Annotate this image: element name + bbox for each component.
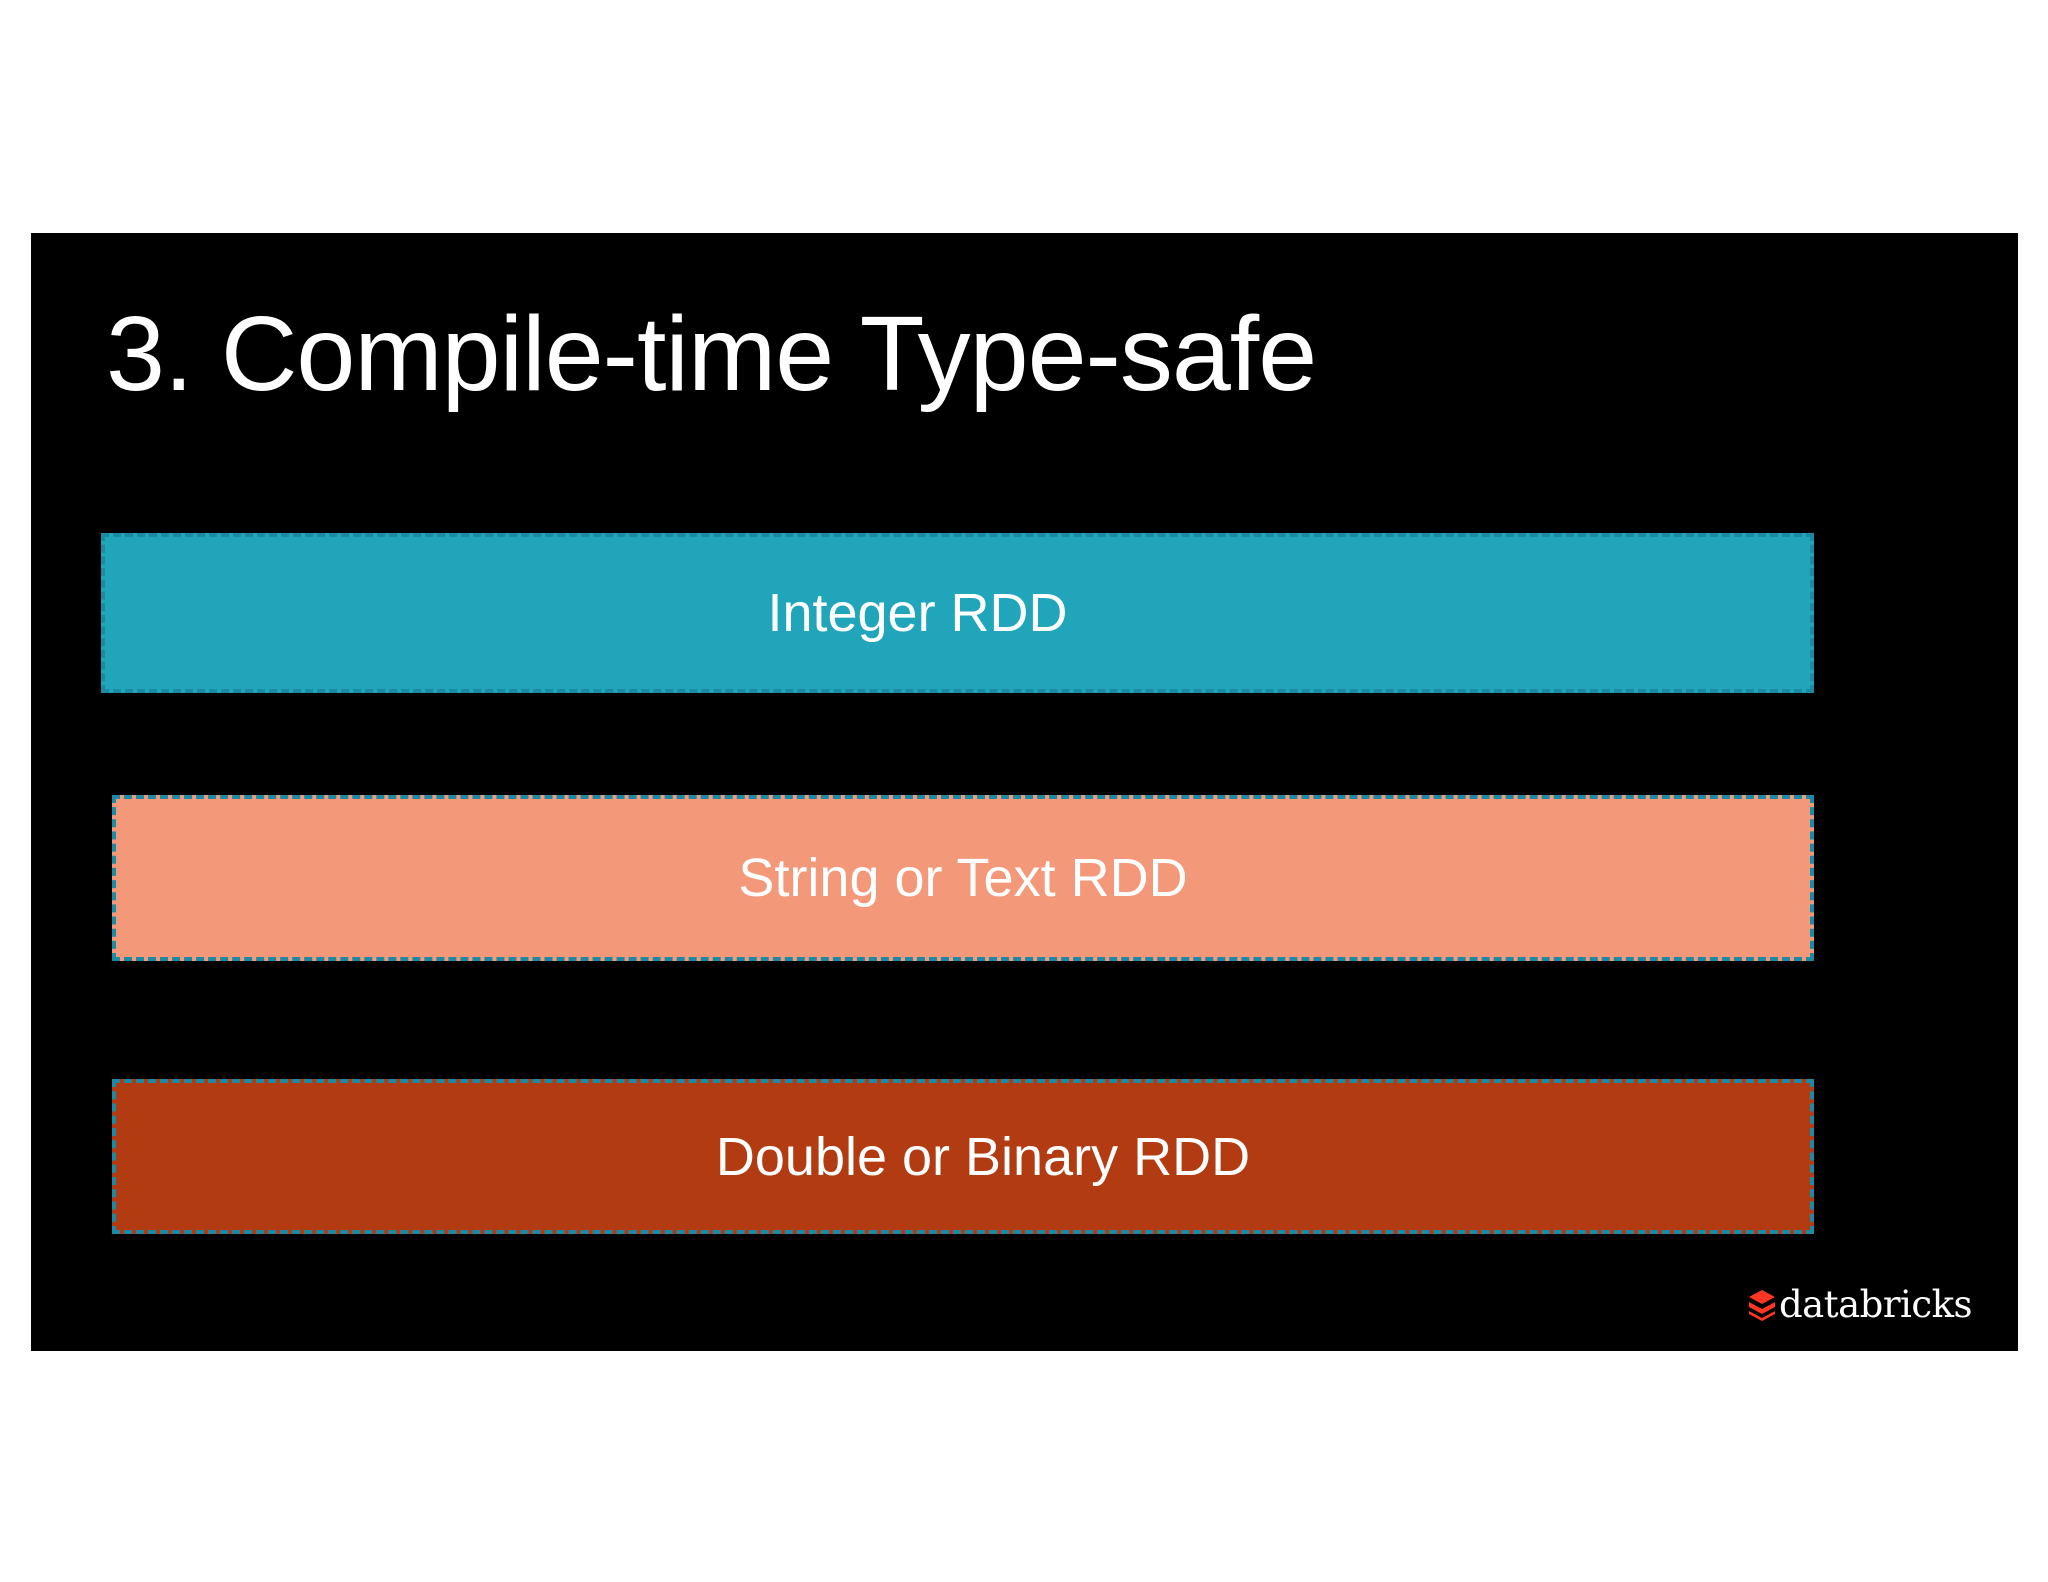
integer-rdd-bar: Integer RDD <box>101 533 1814 693</box>
databricks-logo-icon <box>1748 1289 1775 1321</box>
slide-title: 3. Compile-time Type-safe <box>106 295 1317 413</box>
databricks-logo-text: databricks <box>1778 1283 1973 1326</box>
string-rdd-bar: String or Text RDD <box>112 795 1814 961</box>
integer-rdd-label: Integer RDD <box>767 583 1068 643</box>
databricks-logo: databricks <box>1747 1283 1973 1326</box>
double-rdd-bar: Double or Binary RDD <box>112 1079 1814 1234</box>
double-rdd-label: Double or Binary RDD <box>715 1126 1251 1187</box>
string-rdd-label: String or Text RDD <box>738 848 1188 908</box>
slide: 3. Compile-time Type-safe Integer RDD St… <box>31 233 2018 1351</box>
